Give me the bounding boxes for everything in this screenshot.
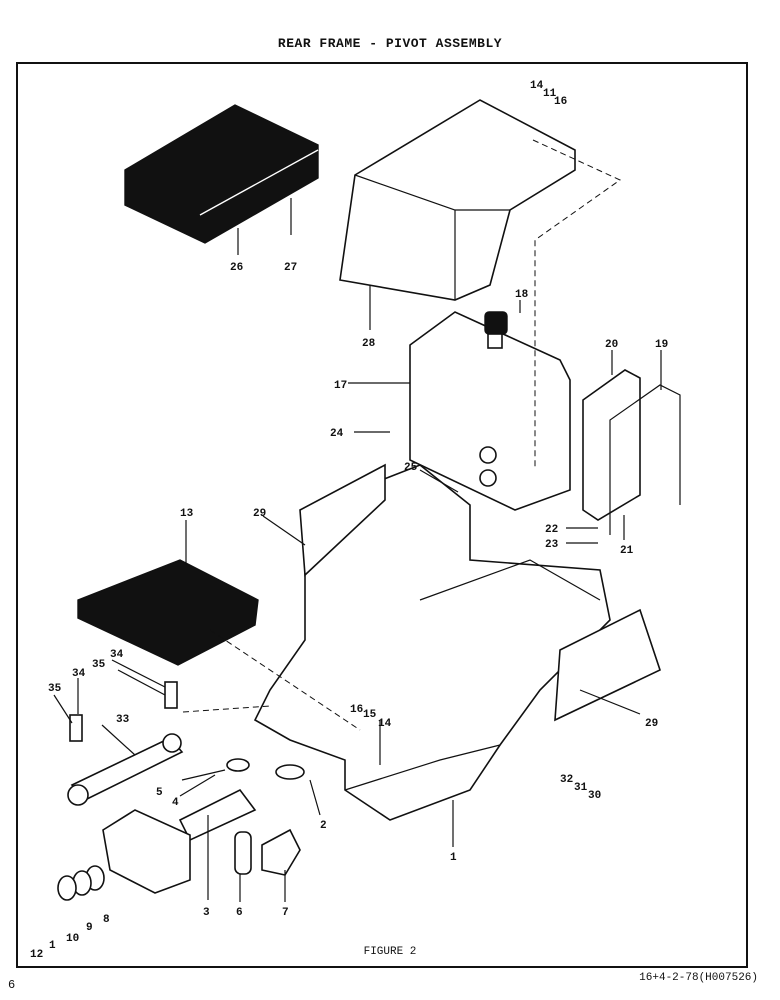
clevis-part [261, 828, 301, 876]
callout-20: 20 [605, 339, 618, 351]
callout-24: 24 [330, 428, 344, 440]
steering-cylinder-part [67, 733, 184, 806]
callout-35-right: 35 [92, 659, 106, 671]
hood-cover-part [339, 99, 576, 301]
callout-12: 12 [30, 949, 43, 961]
callout-28: 28 [362, 338, 376, 350]
callout-23: 23 [545, 539, 559, 551]
callout-30: 30 [588, 790, 601, 802]
callout-27: 27 [284, 262, 297, 274]
callout-17: 17 [334, 380, 347, 392]
side-panel-part [299, 463, 386, 577]
housing-block-part [102, 809, 191, 894]
leader-lines [53, 228, 662, 902]
callout-10: 10 [66, 933, 79, 945]
pin-part [234, 831, 252, 875]
callout-9: 9 [86, 922, 93, 934]
callout-5: 5 [156, 787, 163, 799]
callout-11: 11 [543, 88, 557, 100]
hydraulic-tank-part [409, 311, 571, 511]
callout-29-lower: 29 [645, 718, 658, 730]
callout-8: 8 [103, 914, 110, 926]
callout-31: 31 [574, 782, 588, 794]
callout-6: 6 [236, 907, 243, 919]
callout-7: 7 [282, 907, 289, 919]
callout-35-left: 35 [48, 683, 62, 695]
callout-33: 33 [116, 714, 130, 726]
callout-18: 18 [515, 289, 529, 301]
callout-25: 25 [404, 462, 418, 474]
callout-19: 19 [655, 339, 668, 351]
figure-frame [16, 62, 748, 968]
figure-caption: FIGURE 2 [363, 946, 417, 958]
page-number: 6 [8, 978, 16, 992]
callout-21: 21 [620, 545, 634, 557]
callout-1-lower: 1 [49, 940, 56, 952]
callout-13: 13 [180, 508, 194, 520]
document-code: 16+4-2-78(H007526) [639, 972, 758, 984]
bracket-part [609, 384, 681, 535]
washer-part [226, 758, 250, 772]
callout-4: 4 [172, 797, 179, 809]
pin-part [164, 681, 178, 709]
rear-frame-part [253, 464, 611, 821]
callout-34-right: 34 [110, 649, 124, 661]
callout-34-left: 34 [72, 668, 86, 680]
pin-part [69, 714, 83, 742]
washer-part [275, 764, 305, 780]
callout-26: 26 [230, 262, 243, 274]
callout-3: 3 [203, 907, 210, 919]
callout-16-lower: 16 [350, 704, 363, 716]
gasket-part [582, 369, 641, 521]
callout-15: 15 [363, 709, 377, 721]
seat-cushion-part [124, 104, 319, 244]
page-title: REAR FRAME - PIVOT ASSEMBLY [277, 36, 503, 51]
callout-1: 1 [450, 852, 457, 864]
callout-22: 22 [545, 524, 558, 536]
callout-2: 2 [320, 820, 327, 832]
callout-29-upper: 29 [253, 508, 266, 520]
callout-14-lower: 14 [378, 718, 392, 730]
side-panel-part [554, 608, 661, 722]
callout-32: 32 [560, 774, 573, 786]
callout-14-top: 14 [530, 80, 544, 92]
callout-16-top: 16 [554, 96, 567, 108]
washer-part [57, 875, 77, 901]
floor-plate-part [77, 559, 259, 666]
